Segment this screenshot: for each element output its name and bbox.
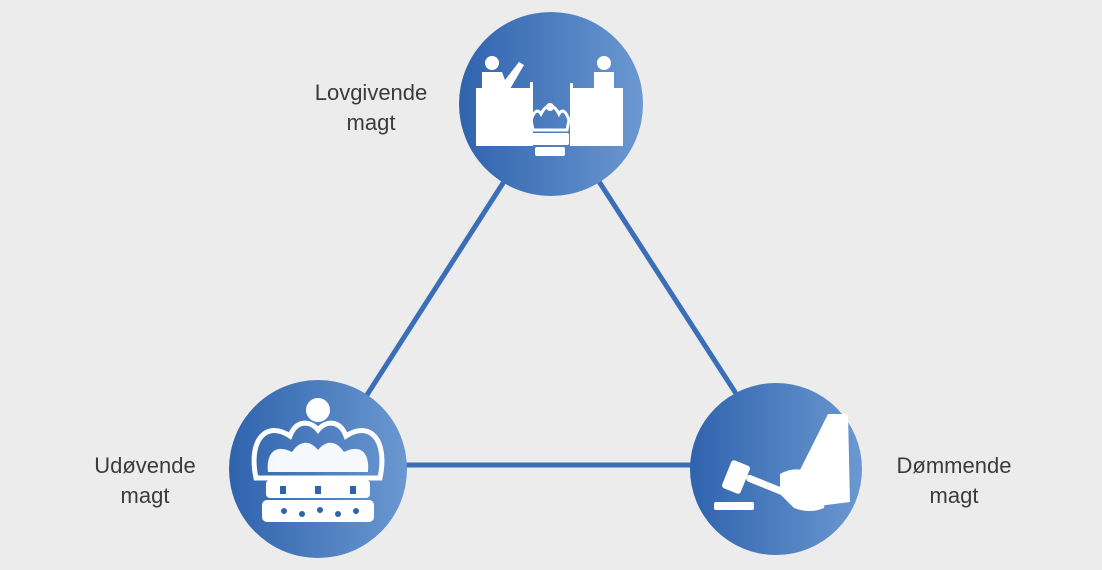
- executive-node: [229, 380, 407, 558]
- executive-label-line1: Udøvende: [94, 453, 196, 478]
- connector-legislative-executive: [362, 177, 508, 401]
- judicial-circle: [690, 383, 862, 555]
- connector-lines: [362, 177, 738, 468]
- legislative-label: Lovgivende magt: [296, 78, 446, 138]
- judicial-label-line2: magt: [929, 483, 979, 508]
- executive-label-line2: magt: [120, 483, 170, 508]
- connector-legislative-judicial: [595, 177, 738, 395]
- judicial-label: Dømmende magt: [879, 451, 1029, 511]
- legislative-label-line1: Lovgivende: [314, 80, 428, 105]
- legislative-node: [459, 12, 643, 196]
- legislative-label-line2: magt: [346, 110, 396, 135]
- judicial-node: [690, 383, 862, 555]
- executive-label: Udøvende magt: [70, 451, 220, 511]
- gavel-icon: [714, 414, 850, 511]
- judicial-label-line1: Dømmende: [896, 453, 1012, 478]
- parliament-icon: [476, 56, 623, 156]
- crown-icon: [251, 398, 385, 522]
